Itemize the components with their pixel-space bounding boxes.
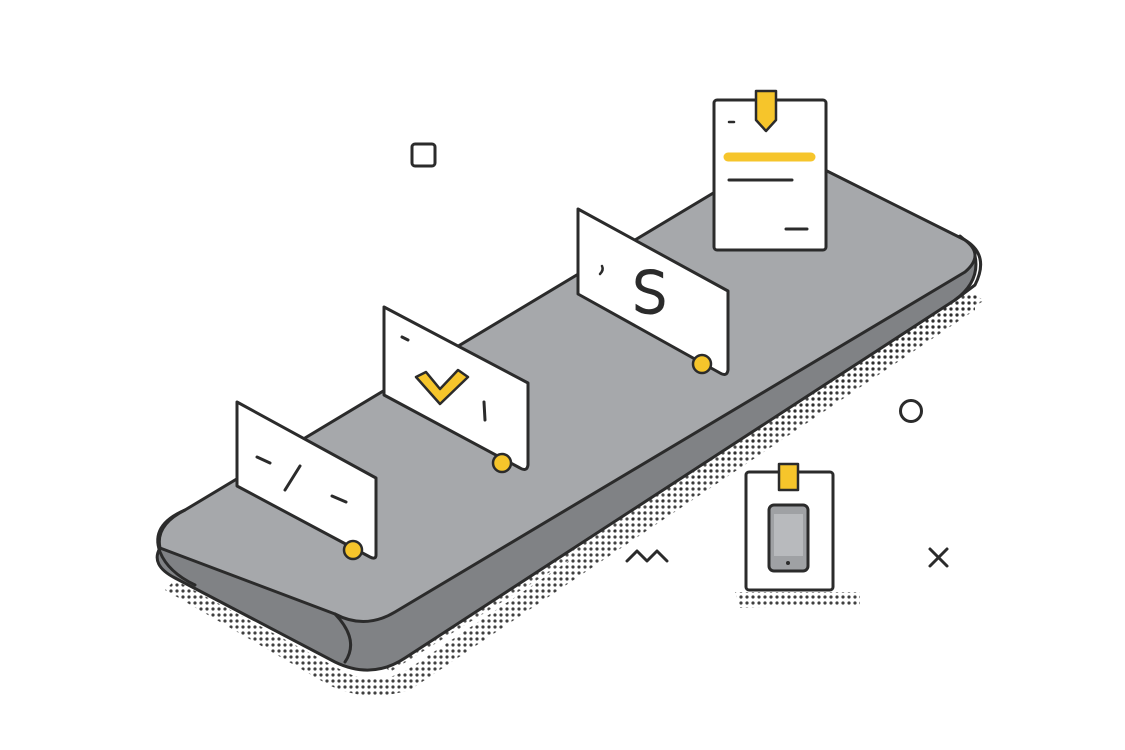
cross-icon [928, 547, 949, 568]
card-dollar-roller [691, 353, 713, 375]
card-dollar: S [576, 207, 730, 376]
card-check [382, 305, 530, 474]
card-document [712, 89, 828, 252]
card-code [235, 400, 378, 561]
mobile-phone-icon [767, 503, 810, 573]
card-mobile [735, 462, 860, 608]
circle-icon [899, 399, 923, 423]
dollar-s-icon: S [632, 261, 668, 326]
zigzag-icon [625, 549, 669, 563]
card-check-roller [491, 452, 513, 474]
belt-front-edge [333, 612, 353, 664]
mobile-clip-icon [777, 462, 800, 492]
document-clip-icon [754, 89, 778, 133]
belt-left-roll [156, 508, 197, 587]
belt-right-roll [953, 238, 983, 302]
checkmark-icon [414, 368, 470, 406]
code-slash-icon [255, 455, 348, 504]
card-code-roller [342, 539, 364, 561]
square-icon [410, 142, 437, 168]
